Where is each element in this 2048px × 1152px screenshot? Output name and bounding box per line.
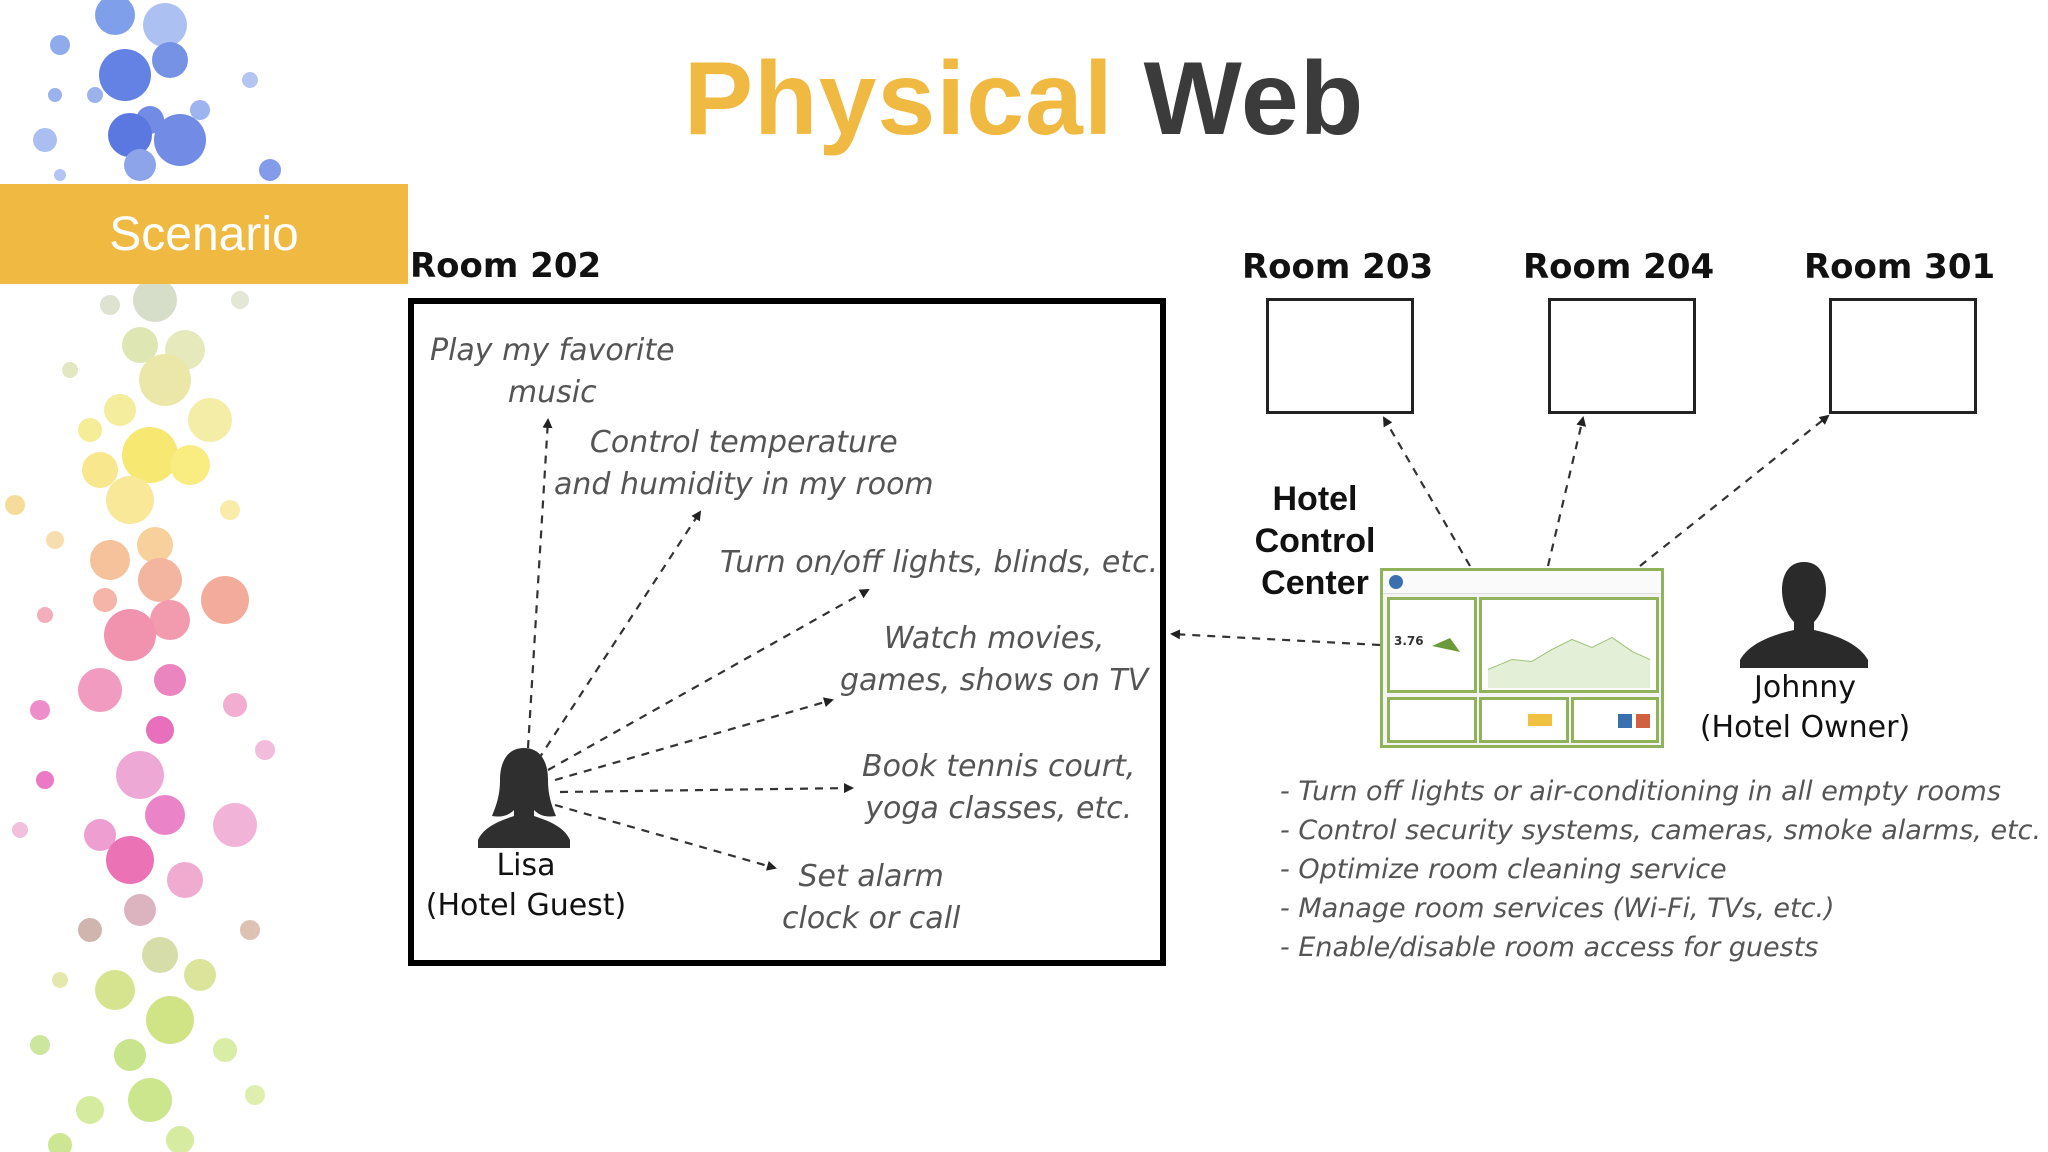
page-title: Physical Web xyxy=(0,40,2048,159)
owner-task-item: - Manage room services (Wi-Fi, TVs, etc.… xyxy=(1280,893,1835,924)
control-center-line2: Control xyxy=(1254,522,1376,560)
control-center-label: Hotel Control Center xyxy=(1230,478,1400,604)
owner-label: Johnny (Hotel Owner) xyxy=(1680,668,1930,748)
action-tv-line2: games, shows on TV xyxy=(840,663,1149,698)
dashboard-panel-left: 3.76 xyxy=(1387,597,1477,693)
dashboard-screenshot-icon: 3.76 xyxy=(1380,568,1664,748)
title-word-physical: Physical xyxy=(683,41,1114,157)
owner-task-item: - Optimize room cleaning service xyxy=(1280,854,1727,885)
room-301-label: Room 301 xyxy=(1804,247,1996,287)
dashboard-gauge-icon xyxy=(1432,638,1460,652)
room-204-box xyxy=(1548,298,1696,414)
action-booking: Book tennis court, yoga classes, etc. xyxy=(862,746,1135,830)
dashboard-panel-bottom-mid xyxy=(1479,697,1569,743)
owner-task-list: - Turn off lights or air-conditioning in… xyxy=(1280,772,2041,967)
action-music-line1: Play my favorite xyxy=(430,333,675,368)
dashboard-chart-icon xyxy=(1487,636,1651,688)
dashboard-panel-bottom-right xyxy=(1571,697,1659,743)
action-lights-line1: Turn on/off lights, blinds, etc. xyxy=(720,545,1159,580)
action-temperature-line2: and humidity in my room xyxy=(554,467,934,502)
scenario-banner: Scenario xyxy=(0,184,408,284)
action-booking-line1: Book tennis court, xyxy=(862,749,1136,784)
decorative-bokeh-dots xyxy=(5,0,281,1152)
action-lights: Turn on/off lights, blinds, etc. xyxy=(720,542,1158,584)
action-music-line2: music xyxy=(507,375,597,410)
room-202-label: Room 202 xyxy=(410,246,602,286)
owner-task-item: - Control security systems, cameras, smo… xyxy=(1280,815,2042,846)
arrow-to-room-301 xyxy=(1639,414,1830,567)
guest-person-silhouette-icon xyxy=(478,748,570,848)
dashboard-panel-bottom-left xyxy=(1387,697,1477,743)
owner-task-item: - Enable/disable room access for guests xyxy=(1280,932,1819,963)
guest-name: Lisa xyxy=(496,848,556,883)
room-202-box xyxy=(408,298,1166,966)
dashboard-value: 3.76 xyxy=(1394,634,1424,648)
action-temperature-line1: Control temperature xyxy=(589,425,898,460)
action-temperature: Control temperature and humidity in my r… xyxy=(554,422,934,506)
arrow-to-room-204 xyxy=(1546,416,1587,567)
action-tv-line1: Watch movies, xyxy=(883,621,1105,656)
owner-task-item: - Turn off lights or air-conditioning in… xyxy=(1280,776,2001,807)
room-301-box xyxy=(1829,298,1977,414)
action-alarm-line1: Set alarm xyxy=(798,859,944,894)
guest-role: (Hotel Guest) xyxy=(425,888,627,923)
room-203-box xyxy=(1266,298,1414,414)
arrow-to-room-202 xyxy=(1170,629,1381,647)
owner-role: (Hotel Owner) xyxy=(1699,710,1911,745)
action-alarm-line2: clock or call xyxy=(782,901,961,936)
action-booking-line2: yoga classes, etc. xyxy=(865,791,1133,826)
room-204-label: Room 204 xyxy=(1523,247,1715,287)
title-word-web: Web xyxy=(1143,41,1365,157)
dashboard-logo-icon xyxy=(1389,575,1403,589)
scenario-label: Scenario xyxy=(109,207,299,261)
owner-name: Johnny xyxy=(1754,670,1856,705)
action-tv: Watch movies, games, shows on TV xyxy=(840,618,1148,702)
dashboard-header xyxy=(1383,571,1661,594)
control-center-line1: Hotel xyxy=(1272,480,1358,518)
guest-label: Lisa (Hotel Guest) xyxy=(420,846,632,926)
control-center-line3: Center xyxy=(1261,564,1369,602)
room-203-label: Room 203 xyxy=(1242,247,1434,287)
action-music: Play my favorite music xyxy=(430,330,675,414)
owner-person-silhouette-icon xyxy=(1740,562,1868,668)
dashboard-panel-chart xyxy=(1479,597,1659,693)
action-alarm: Set alarm clock or call xyxy=(782,856,960,940)
